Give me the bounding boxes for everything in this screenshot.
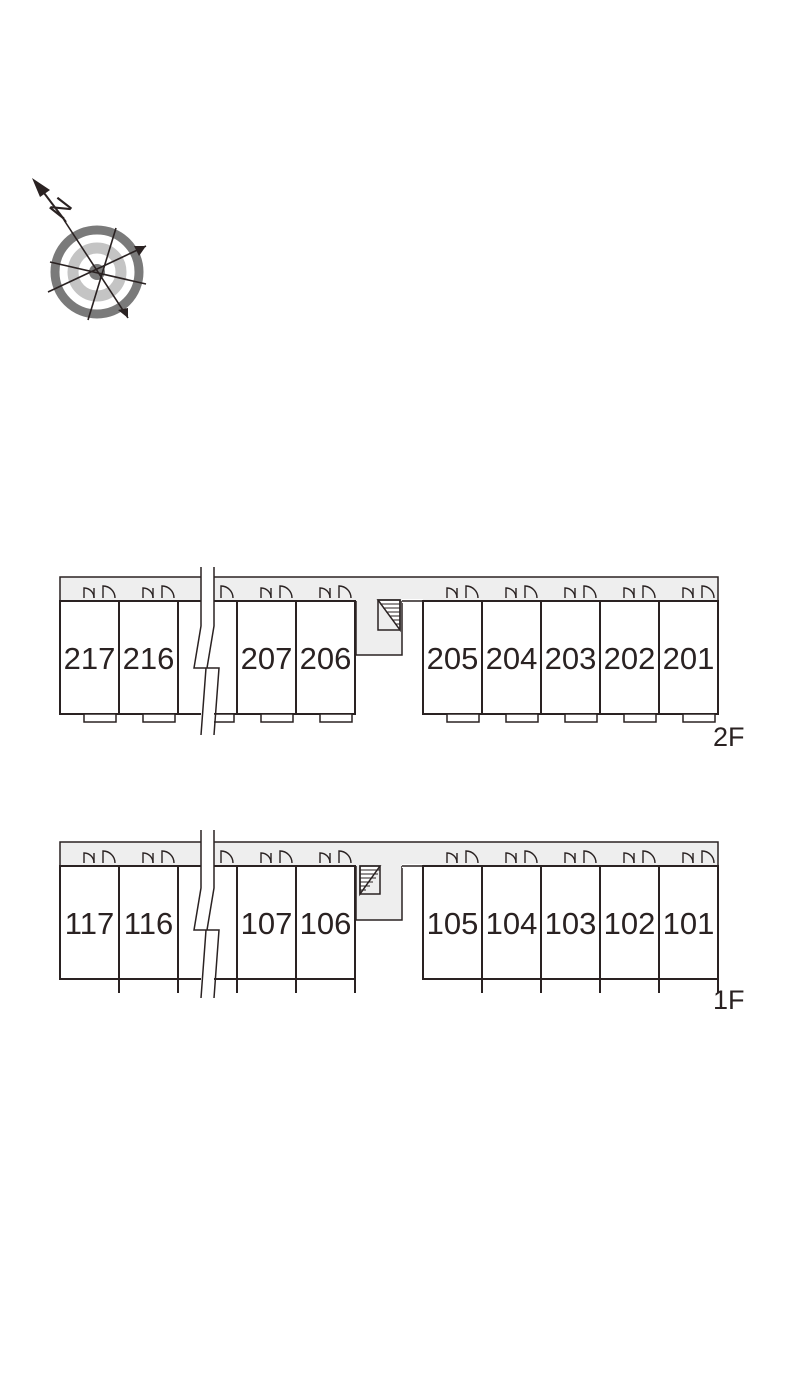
unit-number-label: 107 — [241, 906, 293, 941]
unit-cell-103: 103 — [540, 850, 601, 993]
compass-north-label: N — [43, 191, 78, 224]
unit-number-label: 207 — [241, 641, 293, 676]
unit-number-label: 117 — [65, 906, 114, 941]
unit-cell-104: 104 — [481, 850, 542, 993]
unit-number-label: 105 — [427, 906, 479, 941]
unit-number-label: 104 — [486, 906, 538, 941]
unit-number-label: 203 — [545, 641, 597, 676]
unit-cell-101: 101 — [658, 850, 719, 993]
unit-cell-107: 107 — [236, 850, 297, 993]
unit-cell-205: 205 — [422, 585, 483, 723]
unit-cell-207: 207 — [236, 585, 297, 723]
stair-icon — [359, 865, 382, 897]
unit-cell-117: 117 — [59, 850, 120, 993]
unit-cell-105: 105 — [422, 850, 483, 993]
unit-number-label: 217 — [64, 641, 116, 676]
unit-cell-202: 202 — [599, 585, 660, 723]
unit-cell-116: 116 — [118, 850, 179, 993]
compass-rose-icon: N — [32, 178, 147, 321]
unit-number-label: 201 — [663, 641, 715, 676]
stair-icon — [376, 599, 401, 633]
unit-cell-206: 206 — [295, 585, 356, 723]
unit-number-label: 106 — [300, 906, 352, 941]
unit-number-label: 103 — [545, 906, 597, 941]
unit-number-label: 206 — [300, 641, 352, 676]
unit-cell-106: 106 — [295, 850, 356, 993]
unit-cell-203: 203 — [540, 585, 601, 723]
unit-cell-201: 201 — [658, 585, 719, 723]
unit-cell-217: 217 — [59, 585, 120, 723]
building-break-mark — [193, 567, 220, 736]
unit-cell-204: 204 — [481, 585, 542, 723]
floor-label-2f: 2F — [713, 722, 745, 752]
unit-number-label: 205 — [427, 641, 479, 676]
unit-number-label: 216 — [123, 641, 175, 676]
unit-number-label: 202 — [604, 641, 656, 676]
unit-cell-216: 216 — [118, 585, 179, 723]
floor-label-1f: 1F — [713, 985, 745, 1015]
unit-number-label: 101 — [663, 906, 715, 941]
unit-number-label: 204 — [486, 641, 538, 676]
unit-number-label: 102 — [604, 906, 656, 941]
unit-cell-102: 102 — [599, 850, 660, 993]
building-break-mark — [193, 830, 220, 999]
unit-number-label: 116 — [124, 906, 173, 941]
